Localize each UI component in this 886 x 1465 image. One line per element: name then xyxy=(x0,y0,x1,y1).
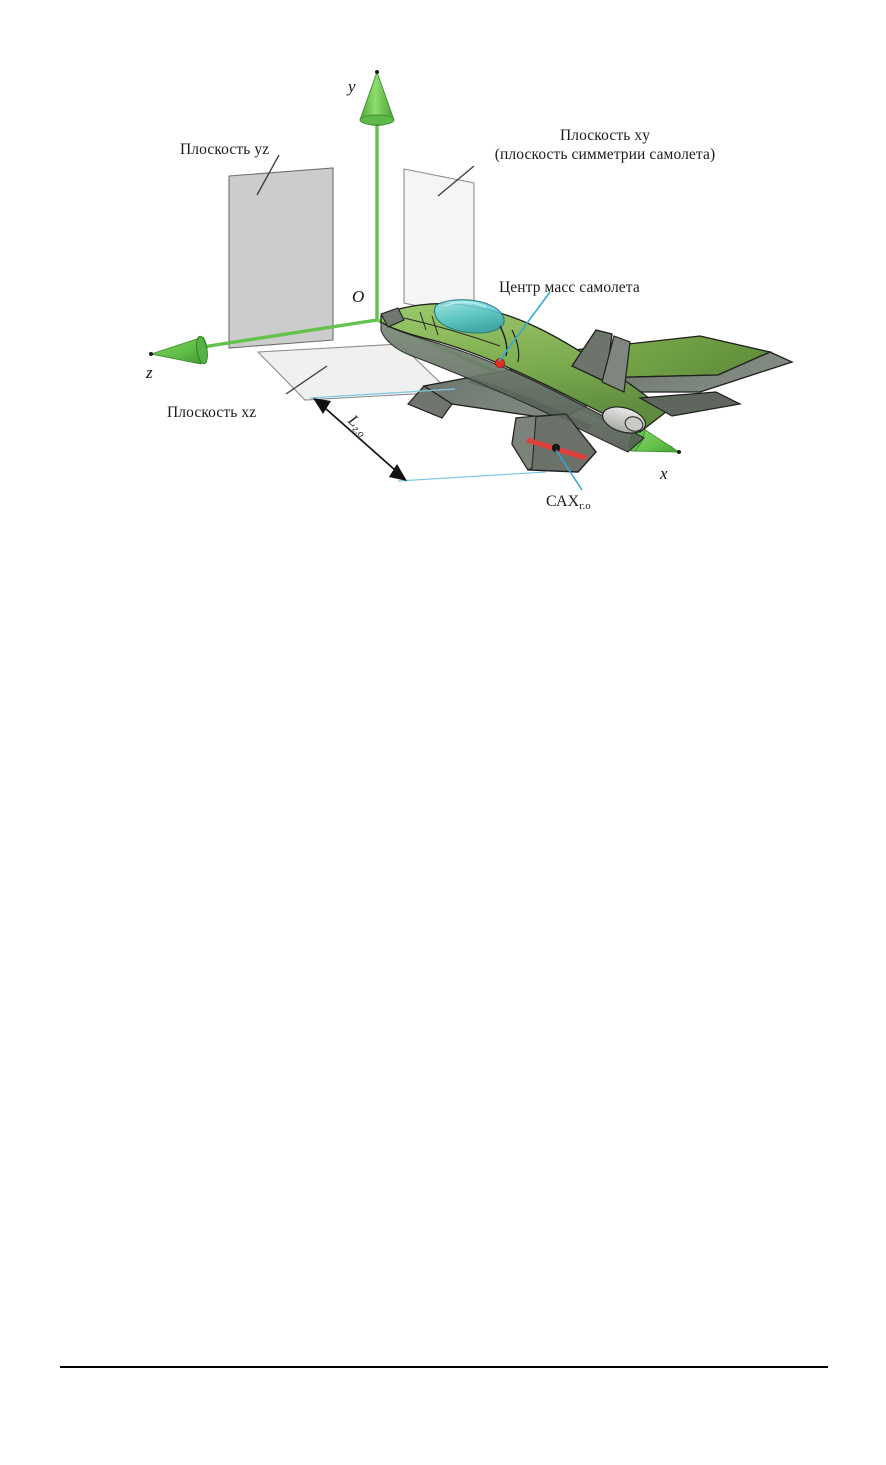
label-plane-xy: Плоскость xy (плоскость симметрии самоле… xyxy=(470,126,740,165)
axis-label-z: z xyxy=(146,363,153,382)
axis-label-x: x xyxy=(660,464,668,483)
label-plane-yz-axes: yz xyxy=(254,141,270,158)
leader-lines xyxy=(256,154,583,491)
axis-label-y: y xyxy=(348,77,356,96)
axis-label-origin: O xyxy=(352,287,365,306)
label-plane-xz-text: Плоскость xyxy=(167,404,242,421)
plane-xy-shape xyxy=(403,168,475,319)
label-plane-yz: Плоскость yz xyxy=(180,140,269,159)
y-axis-arrow-cone xyxy=(359,70,395,126)
label-plane-xz-axes: xz xyxy=(241,404,257,421)
label-mac-gо: САХг.о xyxy=(546,492,591,514)
plane-yz-shape xyxy=(228,167,334,349)
label-plane-xy-axes: xy xyxy=(634,127,651,144)
label-plane-xy-text: Плоскость xyxy=(559,127,635,144)
mac-point xyxy=(551,443,561,453)
footer-divider xyxy=(60,1366,828,1368)
label-mac-main: САХ xyxy=(546,493,580,510)
label-plane-xy-line1: Плоскость xy xyxy=(470,126,740,145)
label-plane-yz-text: Плоскость xyxy=(180,141,255,158)
label-center-of-mass: Центр масс самолета xyxy=(499,279,640,296)
label-plane-xy-line2: (плоскость симметрии самолета) xyxy=(494,146,716,164)
label-plane-xz: Плоскость xz xyxy=(167,403,256,422)
label-mac-subscript: г.о xyxy=(579,500,591,513)
dimension-lgo xyxy=(309,388,547,482)
aircraft-model xyxy=(380,299,794,473)
z-axis-arrow-cone xyxy=(149,335,208,365)
